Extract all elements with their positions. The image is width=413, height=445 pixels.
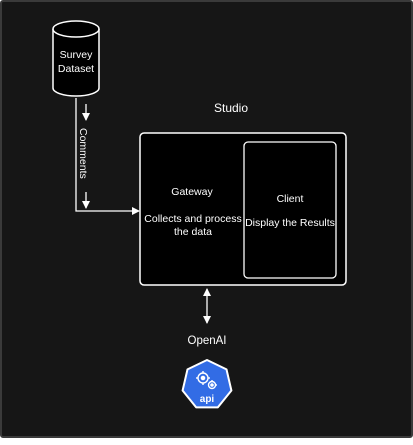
studio-title: Studio bbox=[214, 101, 248, 115]
gateway-desc-line1: Collects and process bbox=[144, 213, 241, 225]
client-box bbox=[243, 141, 337, 279]
gateway-title: Gateway bbox=[171, 186, 213, 198]
api-badge-label: api bbox=[200, 394, 215, 405]
dataset-label-line2: Dataset bbox=[58, 63, 94, 75]
gears-icon bbox=[196, 371, 217, 390]
openai-label: OpenAI bbox=[188, 335, 227, 347]
client-desc: Display the Results bbox=[245, 217, 335, 229]
dataset-cylinder-body bbox=[52, 29, 100, 97]
comments-connector bbox=[75, 98, 140, 215]
api-badge-heptagon bbox=[181, 359, 233, 409]
client-title: Client bbox=[277, 193, 304, 205]
comments-edge-label: Comments bbox=[77, 128, 89, 179]
gateway-desc-line2: the data bbox=[174, 226, 212, 238]
dataset-label-line1: Survey bbox=[60, 49, 93, 61]
survey-dataset-node: Survey Dataset bbox=[52, 20, 100, 97]
kubernetes-api-icon: api bbox=[181, 359, 233, 409]
dataset-cylinder-top bbox=[52, 20, 100, 38]
